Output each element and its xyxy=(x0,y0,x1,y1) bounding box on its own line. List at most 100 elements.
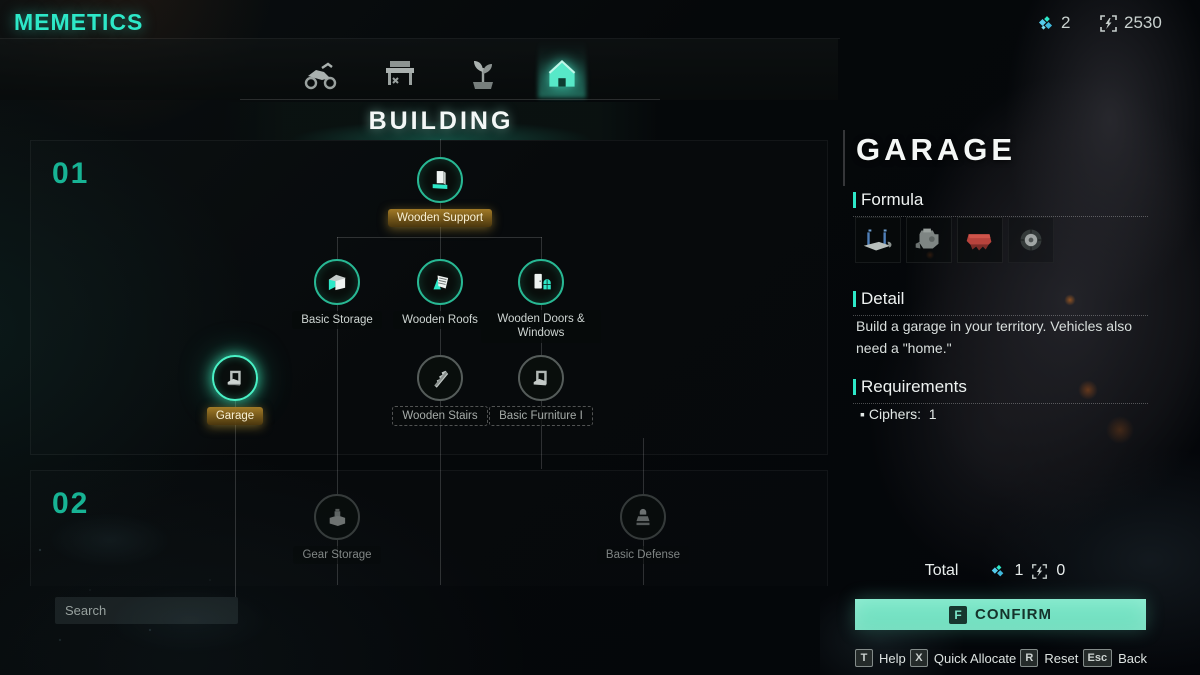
connector-line xyxy=(337,540,338,585)
wheel-icon xyxy=(1020,229,1042,251)
node-circle xyxy=(417,355,463,401)
hotkey-help[interactable]: T Help xyxy=(855,649,906,667)
tab-logistics[interactable] xyxy=(298,52,342,96)
motorcycle-icon xyxy=(304,62,337,90)
wooden-support-icon xyxy=(432,171,448,189)
formula-slot-vehicle-lift[interactable] xyxy=(855,217,901,263)
connector-line xyxy=(440,401,441,585)
search-box xyxy=(55,597,251,624)
node-label: Wooden Doors & Windows xyxy=(476,310,606,343)
node-circle xyxy=(314,259,360,305)
node-label: Basic Storage xyxy=(272,310,402,330)
tab-building[interactable] xyxy=(540,52,584,96)
tree-node-wooden-doors-windows[interactable]: Wooden Doors & Windows xyxy=(476,259,606,343)
key-esc: Esc xyxy=(1082,649,1113,667)
confirm-label: CONFIRM xyxy=(975,606,1052,623)
node-circle xyxy=(314,494,360,540)
formula-slot-wheel[interactable] xyxy=(1008,217,1054,263)
formula-slot-engine[interactable] xyxy=(906,217,952,263)
truck-bed-icon xyxy=(966,234,992,251)
requirement-value: 1 xyxy=(928,406,937,422)
connector-line xyxy=(643,438,644,494)
search-input[interactable] xyxy=(55,603,251,618)
basic-defense-icon xyxy=(636,508,650,526)
tier-2-number: 02 xyxy=(52,487,90,520)
selected-node-title: GARAGE xyxy=(856,132,1017,167)
tree-node-basic-furniture[interactable]: Basic Furniture I xyxy=(476,355,606,427)
tree-node-wooden-support[interactable]: Wooden Support xyxy=(375,157,505,228)
energy-link-icon xyxy=(1100,14,1117,32)
tab-farming[interactable] xyxy=(461,52,505,96)
formula-slot-truck-bed[interactable] xyxy=(957,217,1003,263)
node-circle xyxy=(417,259,463,305)
node-label: Gear Storage xyxy=(272,545,402,565)
tree-node-basic-defense[interactable]: Basic Defense xyxy=(578,494,708,565)
connector-line xyxy=(541,401,542,469)
node-circle xyxy=(212,355,258,401)
total-row: Total 1 0 xyxy=(845,562,1145,580)
category-tab-strip xyxy=(0,39,838,100)
cipher-currency: 2 xyxy=(1037,13,1070,33)
energy-count: 2530 xyxy=(1124,13,1162,32)
tree-node-wooden-stairs[interactable]: Wooden Stairs xyxy=(375,355,505,427)
garage-icon xyxy=(227,370,241,386)
wooden-door-window-icon xyxy=(534,273,551,290)
node-label: Wooden Support xyxy=(375,208,505,228)
panel-divider xyxy=(843,130,845,186)
hotkey-back-label: Back xyxy=(1118,650,1147,666)
key-t: T xyxy=(855,649,873,667)
connector-line xyxy=(440,139,441,157)
header-divider xyxy=(0,38,840,39)
node-circle xyxy=(518,259,564,305)
hotkey-help-label: Help xyxy=(879,650,906,666)
node-label: Wooden Stairs xyxy=(375,406,505,427)
energy-link-icon xyxy=(1032,563,1048,579)
background-debris xyxy=(0,430,420,675)
wooden-roofs-icon xyxy=(433,275,449,290)
requirement-label: Ciphers: xyxy=(868,406,921,422)
energy-currency: 2530 xyxy=(1099,13,1162,33)
hotkey-bar: T Help X Quick Allocate R Reset Esc Back xyxy=(855,649,1147,667)
tree-node-garage[interactable]: Garage xyxy=(170,355,300,426)
tier-1-number: 01 xyxy=(52,157,90,190)
hotkey-reset[interactable]: R Reset xyxy=(1020,649,1078,667)
requirements-section-header: Requirements xyxy=(853,377,1148,404)
gear-storage-icon xyxy=(329,508,346,526)
tree-node-gear-storage[interactable]: Gear Storage xyxy=(272,494,402,565)
confirm-key-hint: F xyxy=(949,605,967,624)
vehicle-lift-icon xyxy=(863,229,892,251)
node-label: Garage xyxy=(170,406,300,426)
wooden-stairs-icon xyxy=(434,370,449,388)
cipher-count: 2 xyxy=(1061,13,1071,32)
connector-line xyxy=(541,237,542,259)
tier-2-panel xyxy=(30,470,828,586)
node-circle xyxy=(417,157,463,203)
connector-line xyxy=(643,540,644,585)
background-creature-art xyxy=(820,0,1200,675)
node-label: Basic Furniture I xyxy=(476,406,606,427)
confirm-button[interactable]: F CONFIRM xyxy=(855,599,1146,630)
formula-slots xyxy=(855,217,1054,263)
total-energy-count: 0 xyxy=(1056,562,1066,579)
detail-section-header: Detail xyxy=(853,289,1148,316)
connector-line xyxy=(337,237,338,259)
connector-line xyxy=(235,401,236,597)
workbench-icon xyxy=(386,61,414,85)
tree-node-wooden-roofs[interactable]: Wooden Roofs xyxy=(375,259,505,330)
hotkey-quick-allocate[interactable]: X Quick Allocate xyxy=(909,649,1016,667)
tab-crafting[interactable] xyxy=(378,52,422,96)
key-r: R xyxy=(1020,649,1039,667)
category-band: BUILDING xyxy=(222,102,660,140)
connector-line xyxy=(337,305,338,494)
node-circle xyxy=(620,494,666,540)
cipher-icon xyxy=(992,564,1004,577)
connector-line xyxy=(337,237,542,238)
requirement-item: ▪ Ciphers: 1 xyxy=(860,406,937,422)
node-circle xyxy=(518,355,564,401)
total-cipher-count: 1 xyxy=(1014,562,1024,579)
hotkey-back[interactable]: Esc Back xyxy=(1082,649,1147,667)
hotkey-reset-label: Reset xyxy=(1044,650,1079,666)
node-label: Basic Defense xyxy=(578,545,708,565)
tree-node-basic-storage[interactable]: Basic Storage xyxy=(272,259,402,330)
